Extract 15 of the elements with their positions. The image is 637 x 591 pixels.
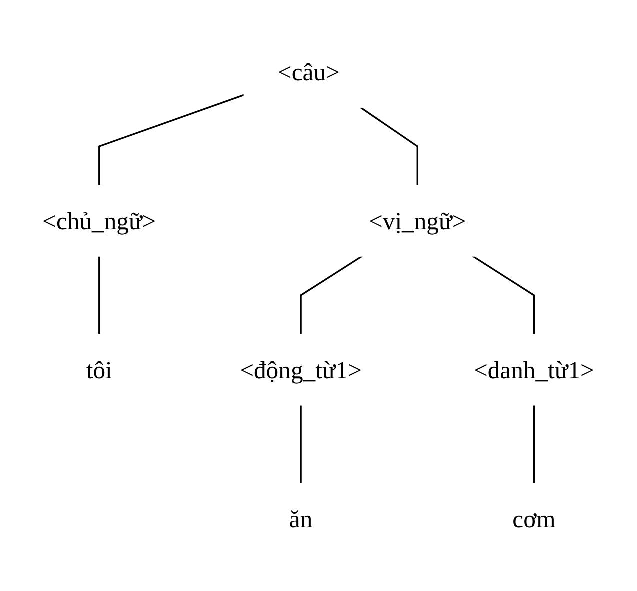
node-text: cơm: [512, 504, 556, 533]
node-text: ăn: [289, 504, 313, 533]
connector: [300, 405, 302, 484]
node-text: <vị_ngữ>: [369, 207, 466, 236]
node-text: <chủ_ngữ>: [42, 207, 156, 236]
connector: [533, 405, 536, 484]
connector: [472, 256, 536, 335]
node-text: <động_từ1>: [240, 356, 362, 384]
connector: [360, 106, 418, 186]
connector: [98, 94, 245, 186]
node-text: tôi: [86, 356, 112, 384]
connector: [98, 256, 100, 335]
node-text: <câu>: [278, 58, 340, 86]
node-text: <danh_từ1>: [474, 356, 594, 384]
connector: [300, 256, 363, 335]
